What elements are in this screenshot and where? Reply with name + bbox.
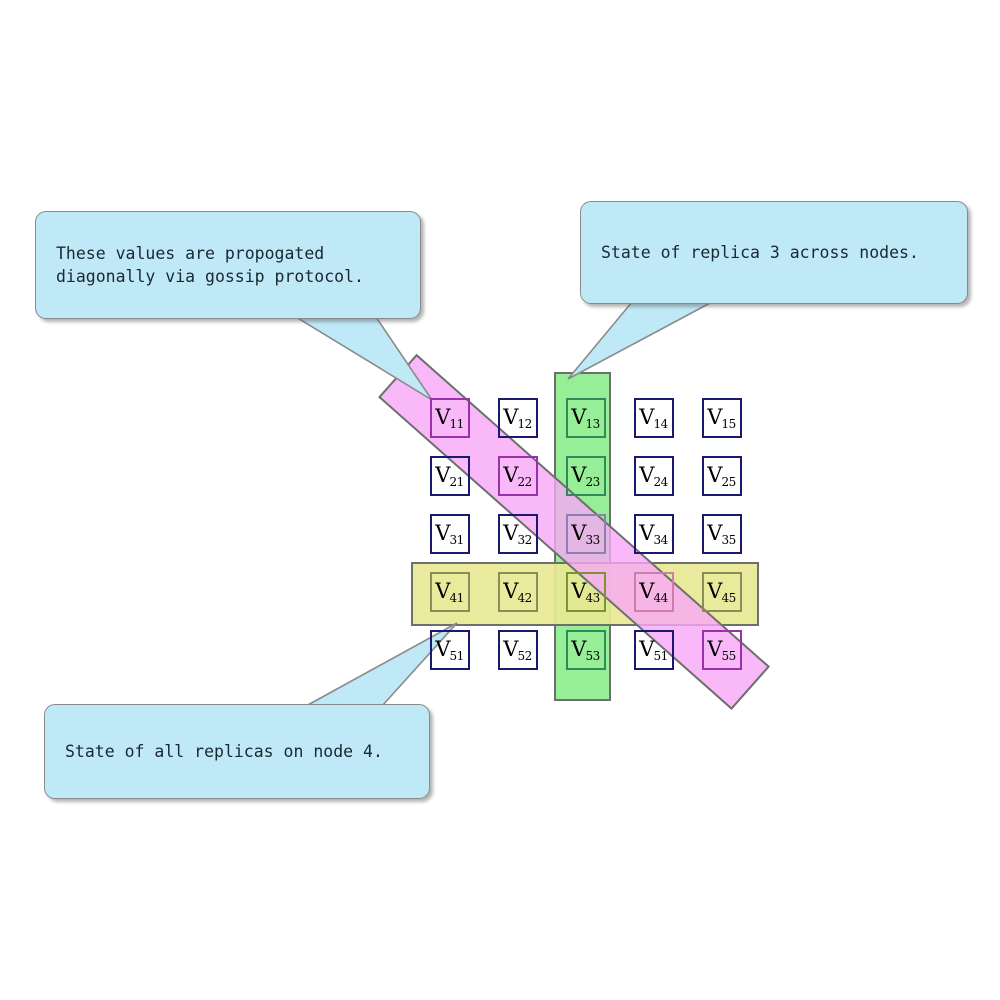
grid-cell-v32-r3c2[interactable]: V32 <box>498 514 538 554</box>
grid-cell-label: V12 <box>503 404 532 431</box>
grid-cell-subscript: 41 <box>449 590 464 605</box>
grid-cell-v23-r2c3[interactable]: V23 <box>566 456 606 496</box>
grid-cell-subscript: 22 <box>517 474 532 489</box>
grid-cell-subscript: 45 <box>721 590 736 605</box>
grid-cell-v22-r2c2[interactable]: V22 <box>498 456 538 496</box>
grid-cell-label: V25 <box>707 462 736 489</box>
grid-cell-subscript: 44 <box>653 590 668 605</box>
grid-cell-subscript: 13 <box>585 416 600 431</box>
grid-cell-label: V23 <box>571 462 600 489</box>
grid-cell-subscript: 42 <box>517 590 532 605</box>
grid-cell-v51-r5c1[interactable]: V51 <box>430 630 470 670</box>
grid-cell-subscript: 52 <box>517 648 532 663</box>
grid-cell-v14-r1c4[interactable]: V14 <box>634 398 674 438</box>
grid-cell-label: V24 <box>639 462 668 489</box>
callout-replica-3[interactable]: State of replica 3 across nodes. <box>580 201 968 304</box>
grid-cell-label: V51 <box>435 636 464 663</box>
grid-cell-v43-r4c3[interactable]: V43 <box>566 572 606 612</box>
grid-cell-subscript: 53 <box>585 648 600 663</box>
callout-tail-gossip <box>293 316 433 401</box>
callout-gossip-protocol[interactable]: These values are propogated diagonally v… <box>35 211 421 319</box>
grid-cell-v53-r5c3[interactable]: V53 <box>566 630 606 670</box>
grid-cell-v45-r4c5[interactable]: V45 <box>702 572 742 612</box>
grid-cell-subscript: 14 <box>653 416 668 431</box>
grid-cell-label: V15 <box>707 404 736 431</box>
callout-node-text: State of all replicas on node 4. <box>65 741 383 761</box>
grid-cell-v34-r3c4[interactable]: V34 <box>634 514 674 554</box>
grid-cell-subscript: 35 <box>721 532 736 547</box>
grid-cell-label: V13 <box>571 404 600 431</box>
grid-cell-v13-r1c3[interactable]: V13 <box>566 398 606 438</box>
grid-cell-v51-r5c4[interactable]: V51 <box>634 630 674 670</box>
grid-cell-label: V52 <box>503 636 532 663</box>
grid-cell-v55-r5c5[interactable]: V55 <box>702 630 742 670</box>
grid-cell-subscript: 23 <box>585 474 600 489</box>
grid-cell-subscript: 55 <box>721 648 736 663</box>
callout-gossip-text: These values are propogated diagonally v… <box>56 243 364 286</box>
grid-cell-v33-r3c3[interactable]: V33 <box>566 514 606 554</box>
grid-cell-subscript: 34 <box>653 532 668 547</box>
grid-cell-v21-r2c1[interactable]: V21 <box>430 456 470 496</box>
grid-cell-label: V14 <box>639 404 668 431</box>
grid-cell-label: V53 <box>571 636 600 663</box>
grid-cell-subscript: 21 <box>449 474 464 489</box>
grid-cell-subscript: 25 <box>721 474 736 489</box>
grid-cell-subscript: 51 <box>653 648 668 663</box>
grid-cell-subscript: 31 <box>449 532 464 547</box>
grid-cell-v12-r1c2[interactable]: V12 <box>498 398 538 438</box>
grid-cell-label: V55 <box>707 636 736 663</box>
grid-cell-v15-r1c5[interactable]: V15 <box>702 398 742 438</box>
grid-cell-label: V22 <box>503 462 532 489</box>
grid-cell-label: V45 <box>707 578 736 605</box>
grid-cell-label: V21 <box>435 462 464 489</box>
grid-cell-label: V44 <box>639 578 668 605</box>
callout-replica-text: State of replica 3 across nodes. <box>601 242 919 262</box>
grid-cell-subscript: 51 <box>449 648 464 663</box>
grid-cell-label: V41 <box>435 578 464 605</box>
callout-tail-replica <box>567 301 713 380</box>
grid-cell-v31-r3c1[interactable]: V31 <box>430 514 470 554</box>
grid-cell-label: V43 <box>571 578 600 605</box>
grid-cell-subscript: 11 <box>449 416 464 431</box>
grid-cell-v52-r5c2[interactable]: V52 <box>498 630 538 670</box>
grid-cell-subscript: 32 <box>517 532 532 547</box>
grid-cell-label: V51 <box>639 636 668 663</box>
grid-cell-v35-r3c5[interactable]: V35 <box>702 514 742 554</box>
grid-cell-v44-r4c4[interactable]: V44 <box>634 572 674 612</box>
grid-cell-v11-r1c1[interactable]: V11 <box>430 398 470 438</box>
grid-cell-label: V34 <box>639 520 668 547</box>
grid-cell-subscript: 43 <box>585 590 600 605</box>
grid-cell-v42-r4c2[interactable]: V42 <box>498 572 538 612</box>
grid-cell-subscript: 15 <box>721 416 736 431</box>
grid-cell-label: V42 <box>503 578 532 605</box>
grid-cell-v41-r4c1[interactable]: V41 <box>430 572 470 612</box>
grid-cell-v24-r2c4[interactable]: V24 <box>634 456 674 496</box>
grid-cell-subscript: 33 <box>585 532 600 547</box>
grid-cell-subscript: 12 <box>517 416 532 431</box>
grid-cell-label: V35 <box>707 520 736 547</box>
callout-node-4[interactable]: State of all replicas on node 4. <box>44 704 430 799</box>
grid-cell-label: V33 <box>571 520 600 547</box>
grid-cell-subscript: 24 <box>653 474 668 489</box>
grid-cell-label: V32 <box>503 520 532 547</box>
grid-cell-label: V31 <box>435 520 464 547</box>
grid-cell-v25-r2c5[interactable]: V25 <box>702 456 742 496</box>
grid-cell-label: V11 <box>435 404 464 431</box>
